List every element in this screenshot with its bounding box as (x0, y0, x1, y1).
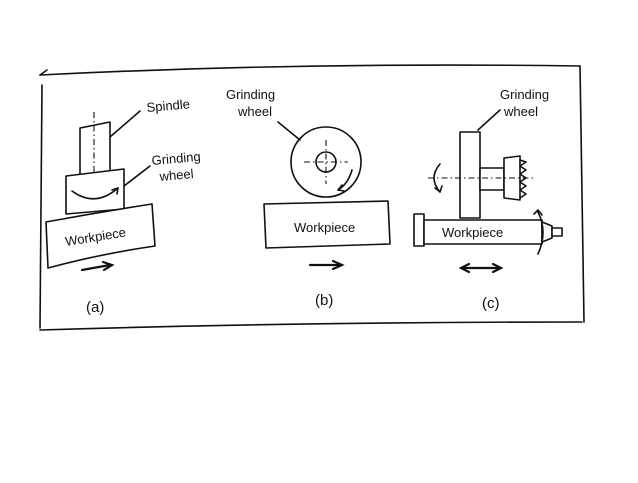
frame-left-line (39, 84, 43, 329)
rotation-arrow-icon (71, 187, 119, 200)
frame-right-line (579, 65, 585, 323)
grinding-wheel-shape (65, 168, 125, 215)
reciprocating-arrowhead-right-icon (491, 262, 504, 274)
wheel-label-a: wheel (158, 166, 194, 184)
wheel-label-b: wheel (237, 104, 272, 119)
panel-c: Grinding wheel Workpiece (c) (413, 87, 563, 312)
caption-a: (a) (86, 299, 104, 316)
wheel-spindle (479, 167, 505, 191)
feed-arrowhead-icon (101, 260, 115, 272)
workpiece-cylinder (423, 219, 543, 245)
panel-a: Spindle Grinding wheel Workpiece (a) (45, 96, 201, 316)
workpiece-label-b: Workpiece (294, 220, 355, 235)
workpiece-left-end (413, 213, 425, 247)
grinding-label-c: Grinding (500, 87, 549, 102)
rotation-arrowhead-icon-c (434, 185, 443, 193)
frame-top-line (39, 64, 581, 76)
spindle-shape (79, 121, 111, 176)
wheel-leader-a (123, 165, 151, 187)
rotation-arrowhead-icon (111, 187, 119, 195)
feed-arrowhead-icon-b (331, 259, 345, 271)
feed-arrow-icon (80, 263, 112, 272)
grinding-label-a: Grinding (151, 149, 201, 168)
wheel-leader-c (477, 109, 501, 131)
grinding-wheel-disc (290, 126, 362, 198)
workpiece-shape (45, 203, 156, 269)
workpiece-block (263, 200, 391, 249)
frame-corner-mark (39, 69, 48, 76)
rotation-arrow-icon-c2 (537, 211, 544, 255)
wheel-label-c: wheel (503, 104, 538, 119)
drive-teeth (519, 159, 527, 199)
workpiece-label-c: Workpiece (442, 225, 503, 240)
panel-b: Grinding wheel Workpiece (b) (226, 87, 391, 309)
grinding-wheel-side (459, 131, 481, 219)
grinding-label-b: Grinding (226, 87, 275, 102)
wheel-leader-b (277, 121, 301, 141)
workpiece-center (551, 227, 563, 237)
caption-b: (b) (315, 292, 333, 309)
frame-bottom-line (39, 321, 583, 331)
rotation-arrowhead-icon-c2 (533, 209, 543, 216)
spindle-leader (109, 110, 141, 138)
workpiece-taper (541, 221, 553, 243)
rotation-arrowhead-icon-b (337, 184, 345, 192)
caption-c: (c) (482, 295, 500, 312)
spindle-label: Spindle (146, 96, 191, 115)
reciprocating-arrowhead-left-icon (458, 262, 471, 274)
